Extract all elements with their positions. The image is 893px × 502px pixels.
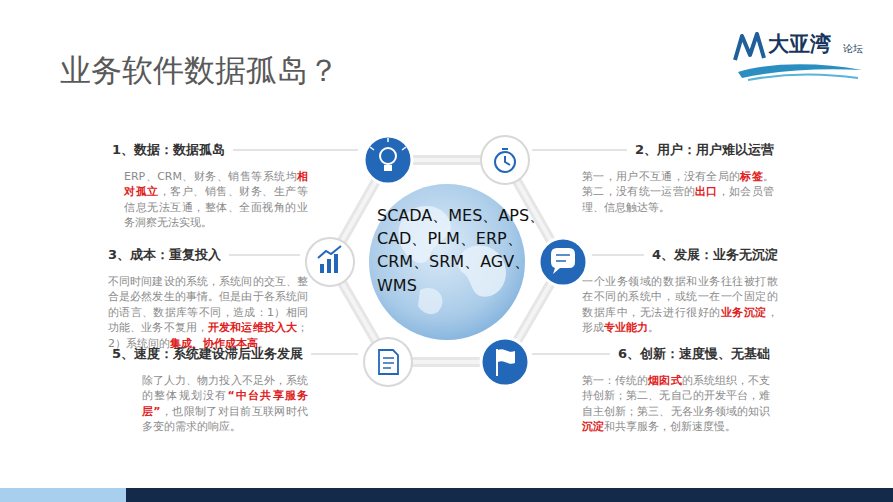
panel-body: 第一：传统的烟囱式的系统组织，不支持创新；第二、无自己的开发平台，难自主创新；第… [582, 373, 770, 435]
body-text: 第一，用户不互通，没有全局的 [582, 170, 740, 183]
panel-body: 第一，用户不互通，没有全局的标签。第二，没有统一运营的出口，如会员管理、信息触达… [582, 169, 774, 215]
footer-bar [0, 488, 126, 502]
footer-bar [126, 488, 893, 502]
leader-line [233, 149, 358, 150]
leader-line [532, 149, 627, 150]
body-text: 第一：传统的 [582, 374, 648, 387]
panel-heading: 1、数据：数据孤岛 [112, 141, 225, 159]
flag-icon [481, 338, 529, 386]
document-icon [364, 338, 412, 386]
panel-body: 一个业务领域的数据和业务往往被打散在不同的系统中，或统一在一个固定的数据库中，无… [582, 274, 778, 336]
text-panel: 6、创新：速度慢、无基础第一：传统的烟囱式的系统组织，不支持创新；第二、无自己的… [582, 343, 770, 435]
highlight-text: 标签 [740, 170, 763, 183]
text-panel: 5、速度：系统建设滞后业务发展除了人力、物力投入不足外，系统的整体规划没有“中台… [112, 343, 308, 435]
text-panel: 3、成本：重复投入不同时间建设的系统，系统间的交互、整合是必然发生的事情。但是由… [108, 244, 308, 351]
body-text: ，也限制了对目前互联网时代多变的需求的响应。 [142, 405, 308, 433]
chat-icon [539, 238, 587, 286]
panel-body: ERP、CRM、财务、销售等系统均相对孤立，客户、销售、财务、生产等信息无法互通… [112, 169, 308, 231]
highlight-text: 开发和运维投入大 [208, 321, 297, 334]
slide-title: 业务软件数据孤岛？ [60, 50, 339, 92]
logo-subtext: 论坛 [843, 42, 863, 56]
body-text: 。 [648, 321, 659, 334]
body-text: 和共享服务，创新速度慢。 [604, 420, 736, 433]
clock-icon [481, 136, 529, 184]
body-text: ERP、CRM、财务、销售等系统均 [124, 170, 297, 183]
heading-row: 2、用户：用户难以运营 [582, 139, 774, 159]
chart-icon [306, 238, 354, 286]
leader-line [532, 353, 610, 354]
highlight-text: 专业能力 [604, 321, 648, 334]
panel-heading: 2、用户：用户难以运营 [635, 141, 774, 159]
heading-row: 1、数据：数据孤岛 [112, 139, 308, 159]
heading-row: 3、成本：重复投入 [108, 244, 308, 264]
logo-text: 大亚湾 [768, 30, 831, 58]
highlight-text: 出口 [695, 185, 718, 198]
heading-row: 6、创新：速度慢、无基础 [582, 343, 770, 363]
panel-body: 除了人力、物力投入不足外，系统的整体规划没有“中台共享服务层”，也限制了对目前互… [112, 373, 308, 435]
panel-heading: 4、发展：业务无沉淀 [652, 246, 778, 264]
text-panel: 2、用户：用户难以运营第一，用户不互通，没有全局的标签。第二，没有统一运营的出口… [582, 139, 774, 215]
bulb-icon [364, 136, 412, 184]
highlight-text: 烟囱式 [648, 374, 681, 387]
panel-heading: 5、速度：系统建设滞后业务发展 [112, 345, 303, 363]
panel-body: 不同时间建设的系统，系统间的交互、整合是必然发生的事情。但是由于各系统间的语言、… [108, 274, 308, 351]
leader-line [592, 254, 644, 255]
hexagon-ring [330, 160, 563, 362]
leader-line [229, 254, 300, 255]
system-list: SCADA、MES、APS、CAD、PLM、ERP、CRM、SRM、AGV、WM… [377, 204, 555, 297]
heading-row: 5、速度：系统建设滞后业务发展 [112, 343, 308, 363]
highlight-text: 业务沉淀 [721, 306, 767, 319]
text-panel: 1、数据：数据孤岛 ERP、CRM、财务、销售等系统均相对孤立，客户、销售、财务、… [112, 139, 308, 231]
leader-line [311, 353, 358, 354]
panel-heading: 3、成本：重复投入 [108, 246, 221, 264]
highlight-text: 沉淀 [582, 420, 604, 433]
heading-row: 4、发展：业务无沉淀 [582, 244, 778, 264]
panel-heading: 6、创新：速度慢、无基础 [618, 345, 770, 363]
text-panel: 4、发展：业务无沉淀一个业务领域的数据和业务往往被打散在不同的系统中，或统一在一… [582, 244, 778, 336]
